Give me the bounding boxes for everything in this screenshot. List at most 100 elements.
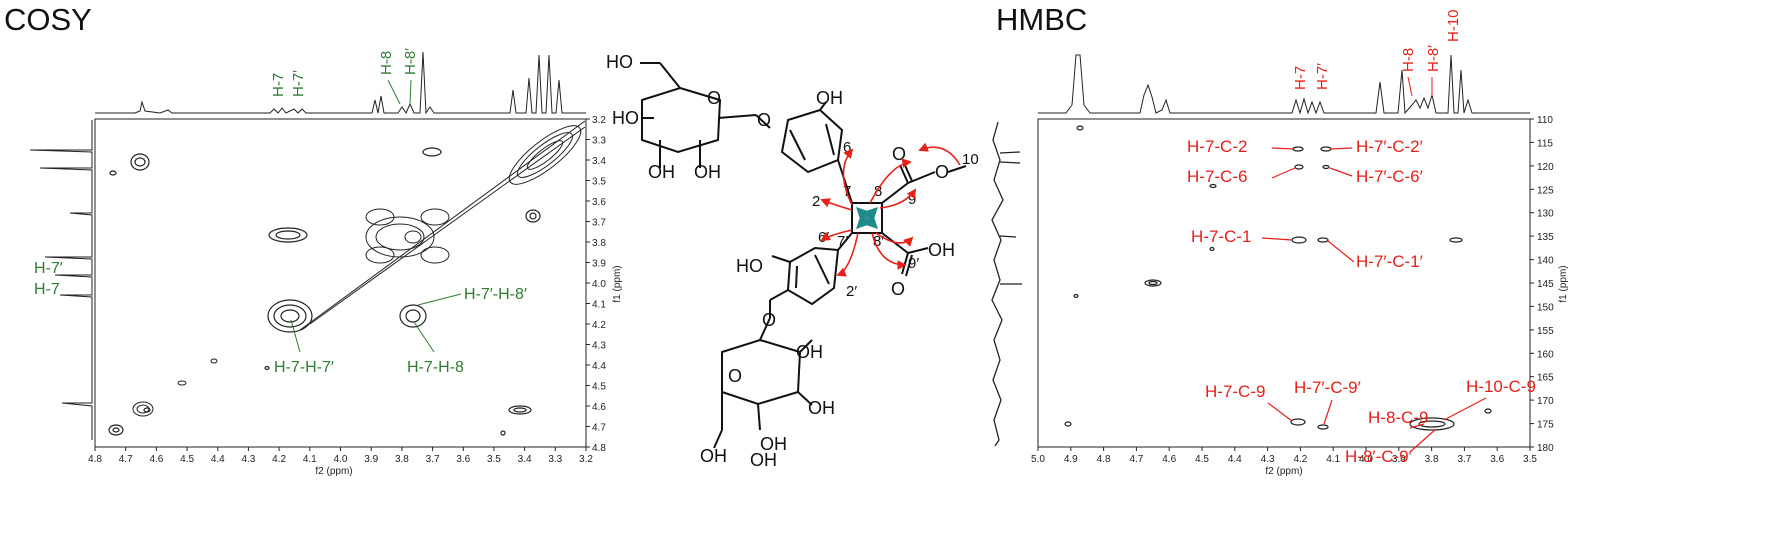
atom-label: OH [760, 434, 787, 454]
hmbc-x-tick: 3.7 [1457, 454, 1471, 465]
cosy-y-tick: 3.9 [592, 259, 606, 270]
hmbc-x-axis-label: f2 (ppm) [1265, 466, 1302, 477]
cosy-x-tick: 4.5 [180, 454, 194, 465]
hmbc-x-tick: 3.5 [1523, 454, 1537, 465]
atom-label: OH [648, 162, 675, 182]
cosy-y-tick: 4.3 [592, 341, 606, 352]
cosy-y-tick: 3.4 [592, 156, 606, 167]
cosy-diagonal [132, 120, 586, 417]
hmbc-annotation: H-7-C-9 [1205, 382, 1265, 401]
hmbc-y-tick: 180 [1537, 443, 1554, 454]
hmbc-annotation: H-7′-C-2′ [1356, 137, 1423, 156]
position-number: 6 [843, 139, 851, 156]
hmbc-y-tick: 130 [1537, 209, 1554, 220]
cosy-y-tick: 4.8 [592, 443, 606, 454]
hmbc-top-label: H-8 [1400, 48, 1417, 72]
cosy-top-label: H-7′ [290, 70, 307, 97]
atom-label: O [891, 279, 905, 299]
cosy-cross-peaks [108, 147, 541, 436]
cosy-y-tick: 3.8 [592, 238, 606, 249]
hmbc-x-tick: 4.1 [1326, 454, 1340, 465]
atom-label: O [935, 162, 949, 182]
atom-label: OH [808, 398, 835, 418]
hmbc-x-tick: 4.4 [1228, 454, 1242, 465]
hmbc-y-tick: 170 [1537, 396, 1554, 407]
hmbc-cross-peaks [1064, 125, 1492, 431]
hmbc-title: HMBC [996, 2, 1088, 37]
cosy-y-tick: 4.1 [592, 300, 606, 311]
hmbc-x-tick: 4.5 [1195, 454, 1209, 465]
cosy-y-tick: 3.3 [592, 136, 606, 147]
atom-label: OH [796, 342, 823, 362]
hmbc-panel: 5.0 4.9 4.8 4.7 4.6 4.5 4.4 4.3 4.2 4.1 … [991, 9, 1569, 477]
cosy-x-tick: 4.4 [211, 454, 225, 465]
atom-label: O [892, 144, 906, 164]
atom-label: OH [750, 450, 777, 470]
atom-label: OH [700, 446, 727, 466]
cosy-x-tick: 4.0 [334, 454, 348, 465]
hmbc-annotation: H-8-C-9 [1368, 408, 1428, 427]
hmbc-y-tick: 160 [1537, 349, 1554, 360]
cosy-y-tick: 4.0 [592, 279, 606, 290]
cosy-y-tick: 4.6 [592, 402, 606, 413]
cosy-side-label: H-7 [34, 281, 60, 298]
cosy-top-label: H-8 [378, 51, 395, 75]
hmbc-annotation: H-7′-C-1′ [1356, 252, 1423, 271]
position-number: 8 [874, 183, 882, 200]
atom-label: OH [694, 162, 721, 182]
structure-atoms: HO OH O O HO OH OH O O O OH HO OH O O OH… [606, 52, 955, 470]
cosy-plot-frame [94, 118, 587, 448]
atom-label: HO [612, 108, 639, 128]
cosy-x-tick: 4.8 [88, 454, 102, 465]
position-number: 2 [812, 193, 820, 210]
position-number: 9′ [908, 255, 919, 272]
cosy-annotation: H-7-H-7′ [274, 359, 334, 376]
hmbc-y-tick: 150 [1537, 302, 1554, 313]
cosy-top-spectrum [95, 51, 586, 115]
cosy-x-tick: 4.1 [303, 454, 317, 465]
cosy-x-tick: 3.3 [548, 454, 562, 465]
cosy-y-tick: 3.6 [592, 197, 606, 208]
cosy-x-tick: 3.4 [518, 454, 532, 465]
hmbc-annotation: H-7-C-6 [1187, 167, 1247, 186]
cosy-y-tick: 3.2 [592, 115, 606, 126]
hmbc-y-tick: 145 [1537, 279, 1554, 290]
hmbc-y-tick: 140 [1537, 256, 1554, 267]
position-number: 8′ [873, 233, 884, 250]
position-number: 2′ [846, 283, 857, 300]
atom-label: HO [606, 52, 633, 72]
hmbc-x-tick: 3.6 [1490, 454, 1504, 465]
atom-label: O [728, 366, 742, 386]
cosy-panel: 4.8 4.7 4.6 4.5 4.4 4.3 4.2 4.1 4.0 3.9 … [29, 48, 623, 477]
cosy-x-tick: 4.3 [241, 454, 255, 465]
hmbc-y-tick: 115 [1537, 138, 1553, 149]
hmbc-top-label: H-10 [1445, 9, 1462, 42]
cosy-x-tick: 3.8 [395, 454, 409, 465]
hmbc-x-tick: 3.9 [1392, 454, 1406, 465]
hmbc-top-label: H-7 [1292, 66, 1309, 90]
hmbc-annotation: H-7-C-1 [1191, 227, 1251, 246]
hmbc-annotation: H-7′-C-6′ [1356, 167, 1423, 186]
structure-cosy-arrows [856, 207, 878, 229]
cosy-title: COSY [4, 2, 92, 37]
hmbc-x-tick: 3.8 [1425, 454, 1439, 465]
position-number: 10 [962, 151, 979, 168]
hmbc-y-tick: 125 [1537, 185, 1554, 196]
hmbc-y-tick: 110 [1537, 115, 1553, 126]
hmbc-y-tick: 175 [1537, 420, 1554, 431]
cosy-y-tick: 4.7 [592, 423, 606, 434]
hmbc-y-axis-label: f1 (ppm) [1558, 265, 1569, 302]
cosy-y-tick: 4.5 [592, 382, 606, 393]
cosy-annotation: H-7′-H-8′ [464, 286, 527, 303]
cosy-top-label: H-7 [270, 73, 287, 97]
atom-label: OH [928, 240, 955, 260]
hmbc-y-tick: 120 [1537, 162, 1554, 173]
hmbc-x-tick: 4.3 [1261, 454, 1275, 465]
hmbc-x-tick: 4.6 [1162, 454, 1176, 465]
chemical-structure [640, 62, 967, 449]
structure-hmbc-arrows [820, 142, 961, 277]
hmbc-x-tick: 5.0 [1031, 454, 1045, 465]
hmbc-x-tick: 4.2 [1293, 454, 1307, 465]
cosy-annotation: H-7-H-8 [407, 359, 464, 376]
atom-label: HO [736, 256, 763, 276]
